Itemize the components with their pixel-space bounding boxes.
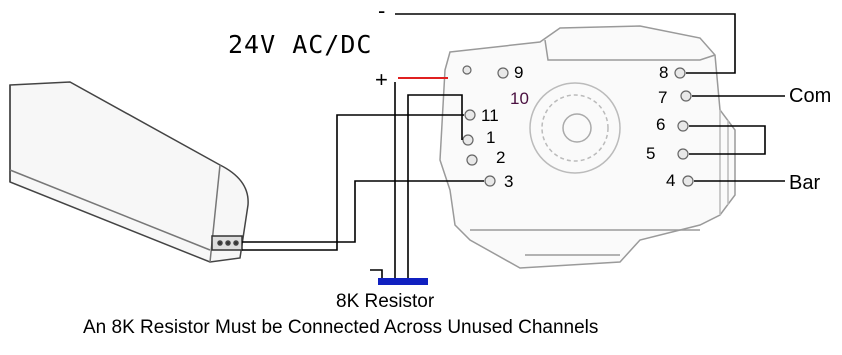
resistor-caption: 8K Resistor — [336, 291, 435, 312]
terminal-11-label: 11 — [481, 106, 499, 125]
terminal-4-label: 4 — [666, 171, 676, 190]
negative-wire — [395, 13, 736, 74]
screw-2 — [466, 154, 478, 166]
terminal-10-label: 10 — [510, 89, 529, 108]
terminal-1-label: 1 — [486, 128, 496, 147]
supply-label: 24V AC/DC — [228, 30, 373, 59]
terminal-screws — [462, 65, 694, 187]
screw-6 — [677, 120, 689, 132]
detector-device — [9, 81, 249, 263]
terminal-8-label: 8 — [659, 63, 669, 82]
minus-sign: - — [378, 0, 386, 23]
screw-9 — [497, 67, 509, 79]
screw-11 — [464, 109, 476, 121]
bar-label: Bar — [789, 172, 821, 194]
terminal-6-label: 6 — [656, 115, 666, 134]
screw-1 — [462, 134, 474, 146]
wires — [242, 13, 785, 280]
screw-4 — [682, 175, 694, 187]
terminal-3-label: 3 — [504, 172, 514, 191]
resistor-lead-left — [370, 269, 383, 280]
resistor-8k — [378, 278, 428, 285]
com-label: Com — [789, 85, 832, 107]
screw-3 — [484, 175, 496, 187]
unused-channels-note: An 8K Resistor Must be Connected Across … — [83, 317, 599, 338]
wire-3 — [242, 180, 484, 243]
screw-5 — [677, 148, 689, 160]
terminal-5-label: 5 — [646, 144, 656, 163]
relay-socket — [439, 25, 736, 269]
terminal-7-label: 7 — [658, 88, 668, 107]
screw-top — [462, 65, 472, 75]
screw-7 — [680, 90, 692, 102]
bridge-5-6 — [689, 125, 766, 155]
wire-11 — [242, 114, 464, 251]
terminal-9-label: 9 — [514, 63, 524, 82]
screw-8 — [674, 67, 686, 79]
terminal-2-label: 2 — [496, 148, 506, 167]
resistor-lead-1 — [407, 94, 463, 280]
plus-sign: + — [375, 67, 388, 92]
